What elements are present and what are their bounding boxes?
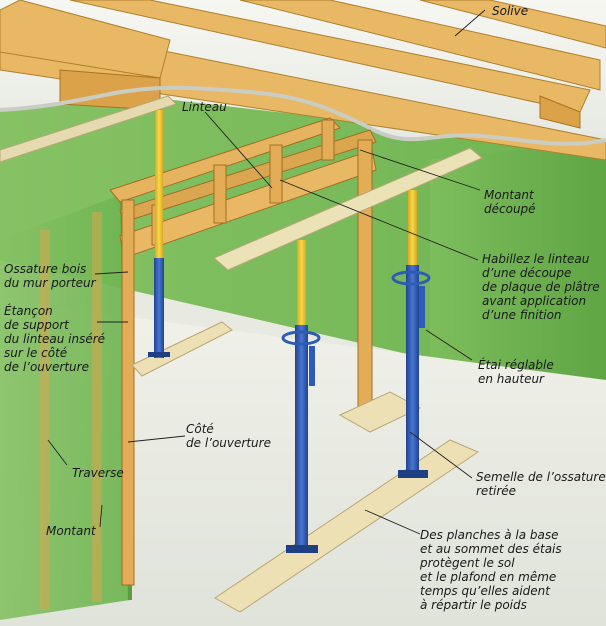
opening-side-post-right: [357, 139, 373, 426]
joist: [239, 0, 601, 91]
cut-stud: [321, 119, 335, 161]
label-linteau: Linteau: [182, 100, 227, 114]
joist: [419, 0, 606, 49]
floor-board: [214, 439, 480, 613]
front-left-wall: [0, 195, 130, 620]
floor-board: [338, 391, 422, 433]
label-solive: Solive: [492, 4, 529, 18]
label-traverse: Traverse: [72, 466, 124, 480]
label-montant-decoupe: Montant découpé: [484, 188, 536, 216]
label-cote-ouverture: Côté de l’ouverture: [186, 422, 271, 450]
wall-frame: [109, 117, 377, 586]
joist: [0, 0, 171, 79]
label-etai-reglable: Étai réglable en hauteur: [478, 358, 554, 386]
label-habillez-linteau: Habillez le linteau d’une découpe de pla…: [482, 252, 600, 322]
ceiling-plaster-edge: [0, 85, 606, 146]
label-semelle: Semelle de l’ossature retirée: [476, 470, 606, 498]
cut-stud: [269, 144, 283, 204]
label-planches: Des planches à la base et au sommet des …: [420, 528, 562, 612]
right-wall: [430, 140, 606, 420]
prop-3-right: [391, 190, 431, 478]
label-etancon: Étançon de support du linteau inséré sur…: [4, 304, 106, 374]
prop-1-in-opening: [148, 110, 170, 358]
floor-boards: [131, 321, 480, 613]
leader-lines: [47, 9, 486, 535]
joist-end: [539, 95, 581, 129]
left-stud: [92, 212, 102, 602]
joist: [69, 0, 591, 113]
floor-board: [131, 321, 233, 377]
prop-2-front: [281, 240, 321, 553]
label-ossature-bois: Ossature bois du mur porteur: [4, 262, 96, 290]
joists: [0, 0, 606, 161]
cut-stud: [213, 164, 227, 224]
label-montant: Montant: [46, 524, 96, 538]
opening-side-post: [121, 199, 135, 586]
plaster-strip: [213, 147, 483, 271]
left-stud: [40, 230, 50, 610]
top-plate: [109, 117, 341, 203]
ceiling-board: [0, 95, 177, 163]
